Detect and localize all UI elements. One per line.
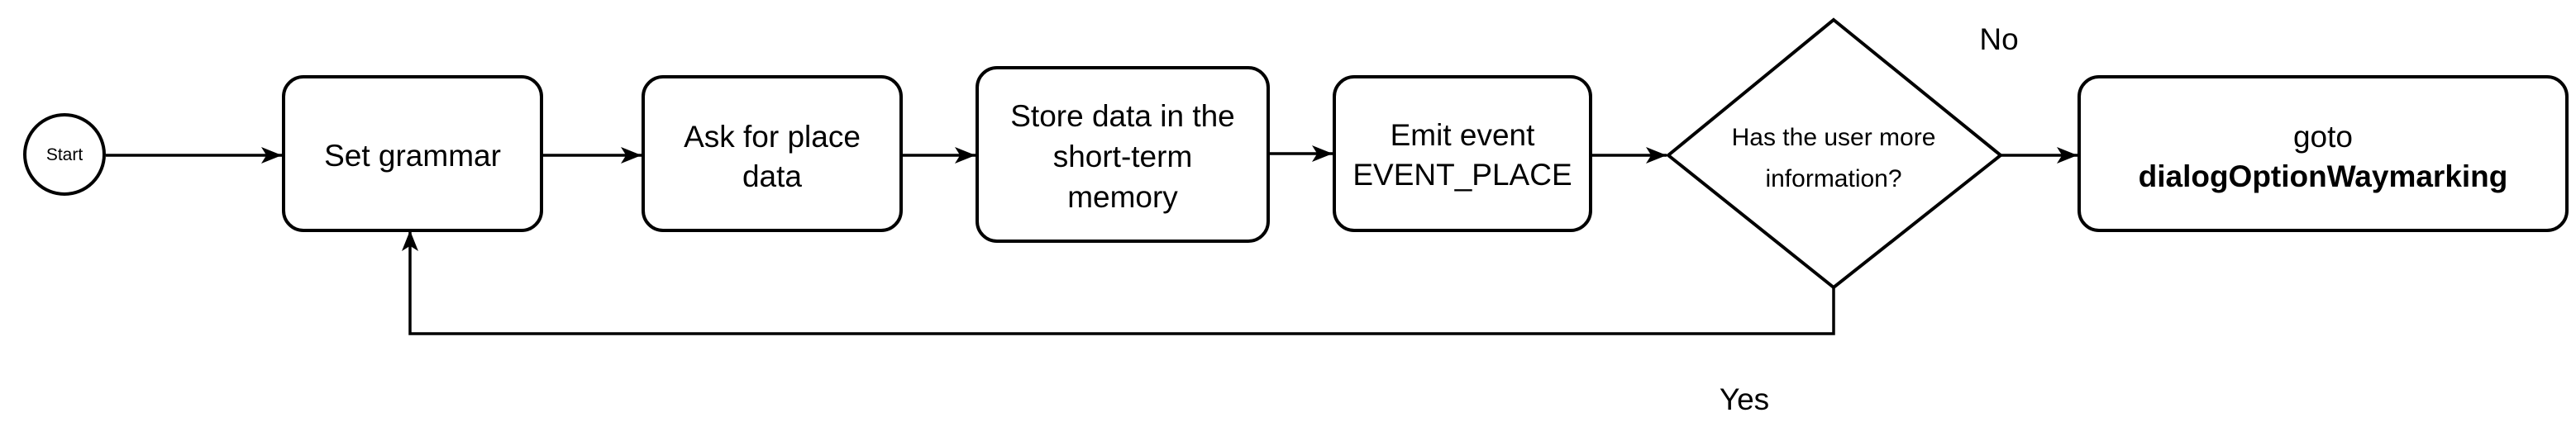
emit-event-line2: EVENT_PLACE	[1352, 158, 1572, 192]
ask-place-line2: data	[742, 159, 802, 193]
edge-decision-yes-loop	[402, 230, 1835, 335]
node-ask-place-data: Ask for place data	[642, 75, 903, 232]
start-label: Start	[46, 145, 83, 164]
ask-place-line1: Ask for place	[684, 120, 861, 154]
set-grammar-label: Set grammar	[324, 139, 501, 173]
edges	[106, 145, 2077, 335]
emit-event-line1: Emit event	[1391, 118, 1536, 152]
store-data-line1: Store data in the	[1010, 99, 1235, 133]
decision-line2: information?	[1765, 165, 1901, 192]
node-store-data: Store data in the short-term memory	[976, 66, 1270, 243]
goto-line2: dialogOptionWaymarking	[2139, 159, 2508, 193]
node-decision: Has the user more information?	[1665, 17, 2004, 290]
node-emit-event: Emit event EVENT_PLACE	[1333, 75, 1592, 232]
edge-label-yes: Yes	[1720, 382, 1769, 416]
start-node: Start	[23, 113, 106, 196]
edge-label-no: No	[1979, 22, 2018, 56]
node-set-grammar: Set grammar	[282, 75, 543, 232]
store-data-line2: short-term	[1053, 140, 1193, 173]
node-goto: goto dialogOptionWaymarking	[2077, 75, 2569, 232]
goto-line1: goto	[2293, 120, 2353, 154]
decision-line1: Has the user more	[1732, 124, 1936, 151]
store-data-line3: memory	[1067, 180, 1178, 214]
